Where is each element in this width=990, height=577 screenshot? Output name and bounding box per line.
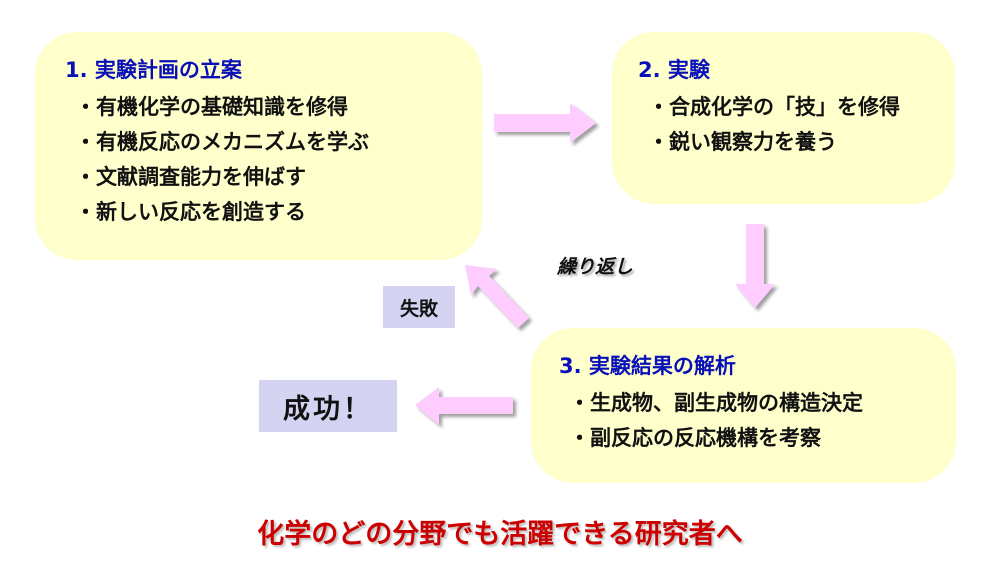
step-1-item: ・有機反応のメカニズムを学ぶ — [75, 130, 369, 154]
arrow-right-icon — [494, 103, 596, 143]
arrow-down-icon — [735, 224, 775, 308]
step-1-box: 1. 実験計画の立案 ・有機化学の基礎知識を修得 ・有機反応のメカニズムを学ぶ … — [35, 32, 482, 260]
step-3-item: ・副反応の反応機構を考察 — [569, 426, 821, 450]
repeat-label: 繰り返し — [557, 256, 634, 278]
step-1-item: ・新しい反応を創造する — [75, 200, 306, 224]
step-2-item: ・合成化学の「技」を修得 — [648, 95, 900, 119]
arrow-up-left-icon — [465, 265, 529, 328]
step-1-item: ・有機化学の基礎知識を修得 — [75, 95, 348, 119]
step-3-box: 3. 実験結果の解析 ・生成物、副生成物の構造決定 ・副反応の反応機構を考察 — [531, 328, 956, 483]
step-1-item: ・文献調査能力を伸ばす — [75, 165, 306, 189]
step-2-item: ・鋭い観察力を養う — [648, 130, 837, 154]
step-3-title: 3. 実験結果の解析 — [559, 354, 736, 378]
step-3-item: ・生成物、副生成物の構造決定 — [569, 391, 863, 415]
arrow-left-icon — [415, 387, 513, 425]
tagline: 化学のどの分野でも活躍できる研究者へ — [257, 519, 743, 550]
step-1-title: 1. 実験計画の立案 — [65, 58, 242, 82]
success-label: 成功！ — [259, 380, 397, 432]
step-2-title: 2. 実験 — [638, 58, 710, 82]
step-2-box: 2. 実験 ・合成化学の「技」を修得 ・鋭い観察力を養う — [612, 32, 955, 204]
failure-label: 失敗 — [383, 286, 455, 328]
